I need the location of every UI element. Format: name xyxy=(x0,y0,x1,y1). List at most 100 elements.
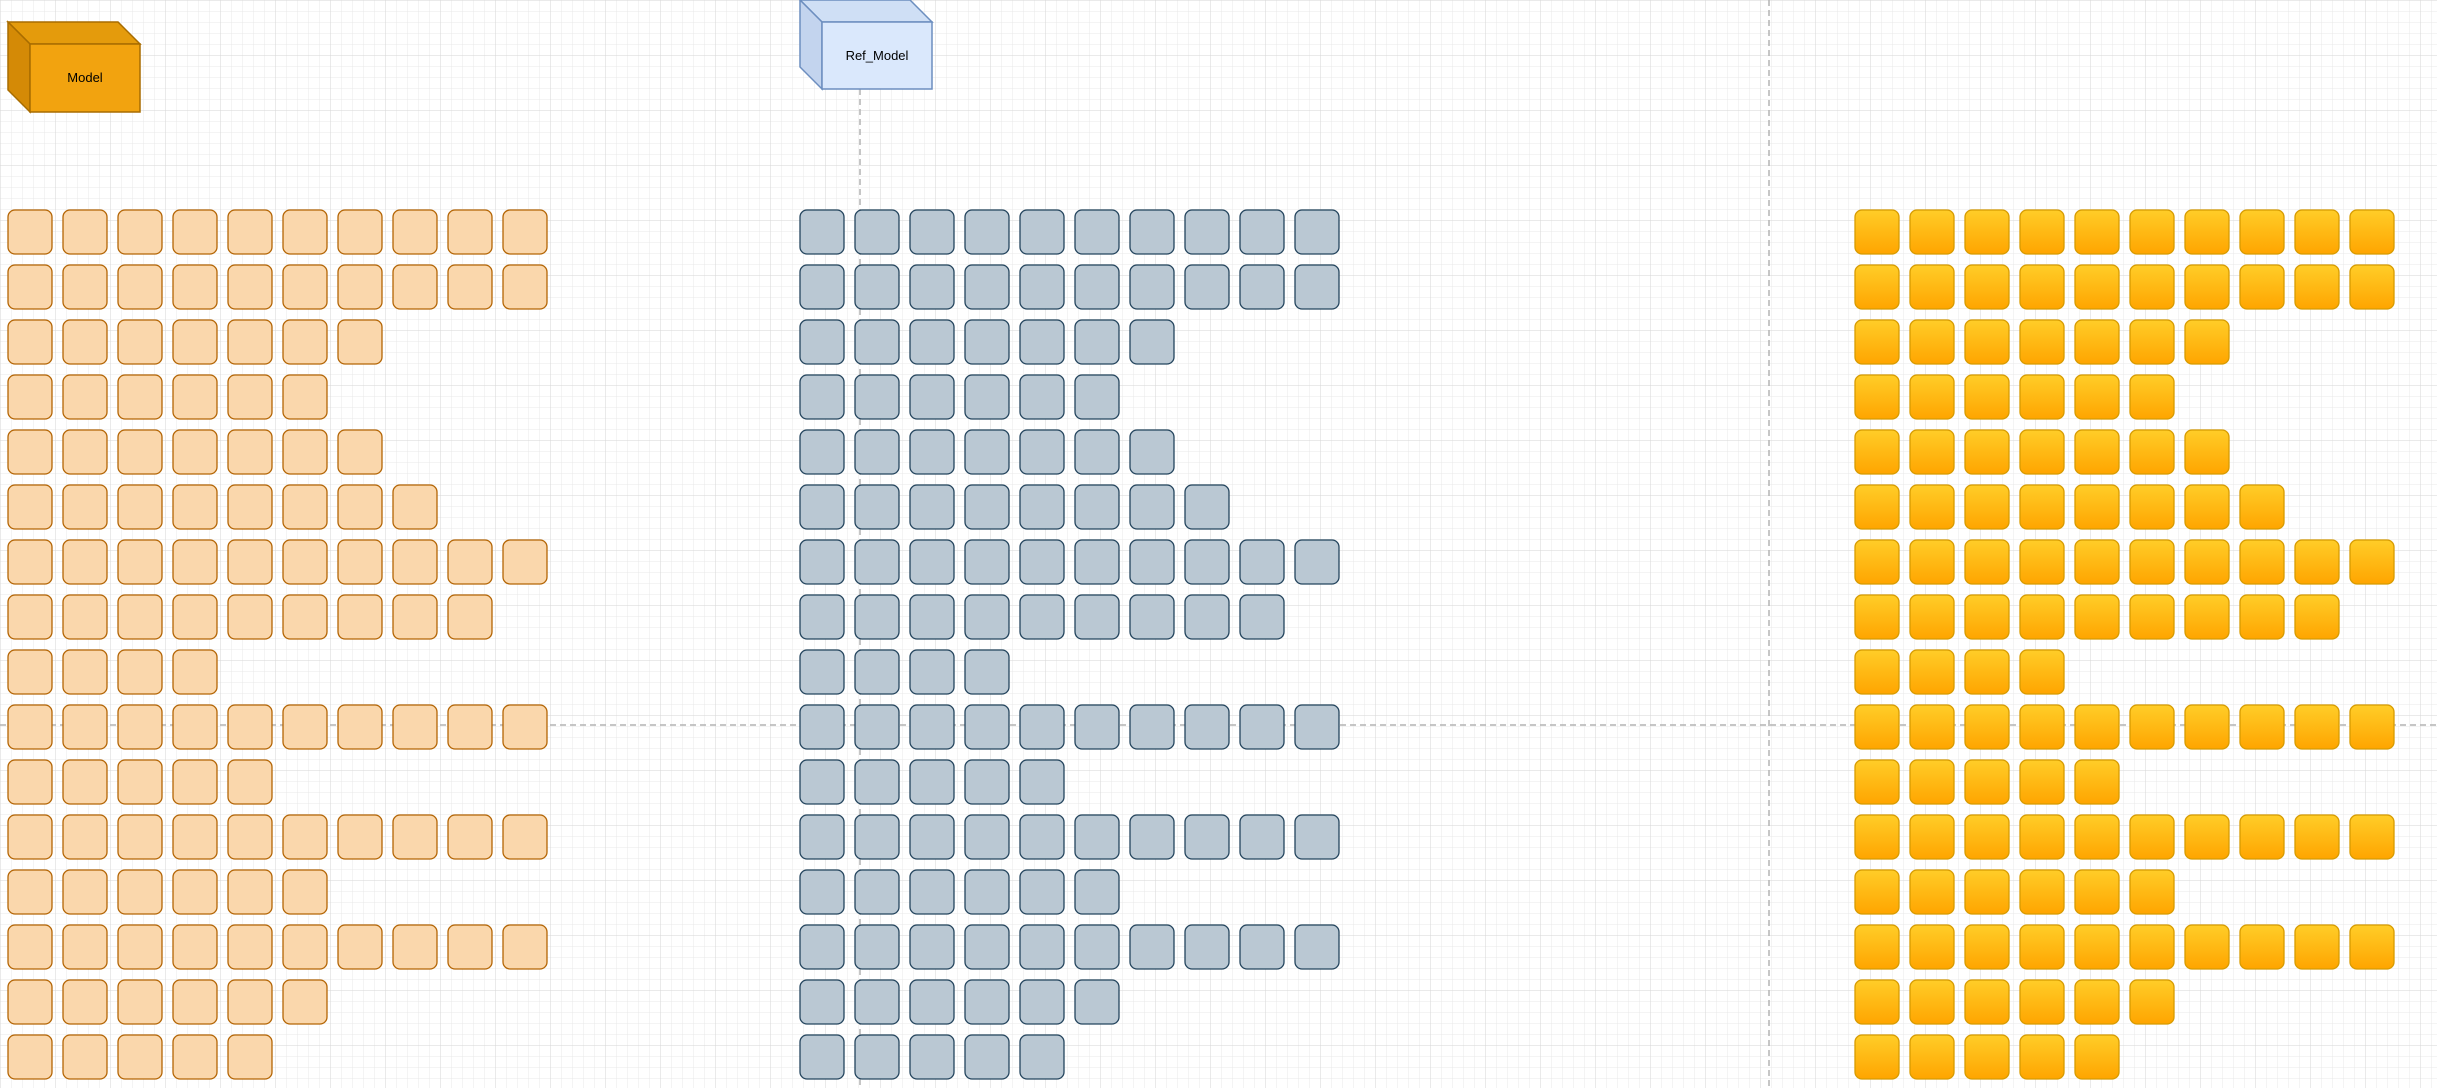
grid-cell[interactable] xyxy=(1019,869,1065,915)
grid-cell[interactable] xyxy=(2349,704,2395,750)
grid-cell[interactable] xyxy=(799,429,845,475)
grid-cell[interactable] xyxy=(1909,869,1955,915)
grid-cell[interactable] xyxy=(2019,649,2065,695)
grid-cell[interactable] xyxy=(1129,319,1175,365)
grid-cell[interactable] xyxy=(392,924,438,970)
grid-cell[interactable] xyxy=(2294,924,2340,970)
grid-cell[interactable] xyxy=(2074,869,2120,915)
grid-cell[interactable] xyxy=(502,924,548,970)
grid-cell[interactable] xyxy=(7,209,53,255)
grid-cell[interactable] xyxy=(1019,209,1065,255)
grid-cell[interactable] xyxy=(282,924,328,970)
grid-cell[interactable] xyxy=(2019,759,2065,805)
grid-cell[interactable] xyxy=(282,704,328,750)
grid-cell[interactable] xyxy=(1909,319,1955,365)
grid-cell[interactable] xyxy=(2294,264,2340,310)
grid-cell[interactable] xyxy=(1019,594,1065,640)
grid-cell[interactable] xyxy=(172,759,218,805)
grid-cell[interactable] xyxy=(62,484,108,530)
grid-cell[interactable] xyxy=(1074,979,1120,1025)
grid-cell[interactable] xyxy=(1129,594,1175,640)
grid-cell[interactable] xyxy=(117,319,163,365)
grid-cell[interactable] xyxy=(1909,924,1955,970)
grid-cell[interactable] xyxy=(1964,814,2010,860)
grid-cell[interactable] xyxy=(1964,869,2010,915)
grid-cell[interactable] xyxy=(62,869,108,915)
grid-cell[interactable] xyxy=(854,209,900,255)
grid-cell[interactable] xyxy=(7,704,53,750)
grid-cell[interactable] xyxy=(2239,484,2285,530)
grid-cell[interactable] xyxy=(7,924,53,970)
grid-cell[interactable] xyxy=(1129,814,1175,860)
grid-cell[interactable] xyxy=(2019,209,2065,255)
grid-cell[interactable] xyxy=(854,539,900,585)
grid-cell[interactable] xyxy=(282,429,328,475)
grid-cell[interactable] xyxy=(1964,979,2010,1025)
grid-cell[interactable] xyxy=(2129,319,2175,365)
grid-cell[interactable] xyxy=(1019,484,1065,530)
grid-cell[interactable] xyxy=(502,814,548,860)
grid-cell[interactable] xyxy=(117,374,163,420)
grid-cell[interactable] xyxy=(2184,429,2230,475)
grid-cell[interactable] xyxy=(117,484,163,530)
grid-cell[interactable] xyxy=(1294,539,1340,585)
grid-cell[interactable] xyxy=(2184,704,2230,750)
grid-cell[interactable] xyxy=(502,264,548,310)
grid-cell[interactable] xyxy=(2074,319,2120,365)
grid-cell[interactable] xyxy=(117,594,163,640)
grid-cell[interactable] xyxy=(227,209,273,255)
grid-cell[interactable] xyxy=(1019,429,1065,475)
grid-cell[interactable] xyxy=(2019,484,2065,530)
grid-cell[interactable] xyxy=(1129,704,1175,750)
grid-cell[interactable] xyxy=(799,869,845,915)
grid-cell[interactable] xyxy=(282,319,328,365)
grid-cell[interactable] xyxy=(909,429,955,475)
grid-cell[interactable] xyxy=(2349,814,2395,860)
grid-cell[interactable] xyxy=(1074,319,1120,365)
grid-cell[interactable] xyxy=(909,374,955,420)
grid-cell[interactable] xyxy=(447,209,493,255)
grid-cell[interactable] xyxy=(117,264,163,310)
grid-cell[interactable] xyxy=(282,209,328,255)
grid-cell[interactable] xyxy=(1129,924,1175,970)
grid-cell[interactable] xyxy=(1964,539,2010,585)
grid-cell[interactable] xyxy=(2129,594,2175,640)
grid-cell[interactable] xyxy=(1964,319,2010,365)
grid-cell[interactable] xyxy=(7,374,53,420)
grid-cell[interactable] xyxy=(2074,704,2120,750)
grid-cell[interactable] xyxy=(62,319,108,365)
grid-cell[interactable] xyxy=(964,924,1010,970)
grid-cell[interactable] xyxy=(1964,1034,2010,1080)
grid-cell[interactable] xyxy=(2129,979,2175,1025)
grid-cell[interactable] xyxy=(1019,1034,1065,1080)
grid-cell[interactable] xyxy=(964,319,1010,365)
grid-cell[interactable] xyxy=(7,429,53,475)
grid-cell[interactable] xyxy=(909,594,955,640)
grid-cell[interactable] xyxy=(964,814,1010,860)
grid-cell[interactable] xyxy=(1964,209,2010,255)
grid-cell[interactable] xyxy=(1909,979,1955,1025)
grid-cell[interactable] xyxy=(909,649,955,695)
grid-cell[interactable] xyxy=(447,594,493,640)
grid-cell[interactable] xyxy=(964,264,1010,310)
grid-cell[interactable] xyxy=(1239,539,1285,585)
grid-cell[interactable] xyxy=(964,649,1010,695)
grid-cell[interactable] xyxy=(1074,374,1120,420)
grid-cell[interactable] xyxy=(2239,814,2285,860)
grid-cell[interactable] xyxy=(7,539,53,585)
grid-cell[interactable] xyxy=(1184,594,1230,640)
grid-cell[interactable] xyxy=(799,814,845,860)
grid-cell[interactable] xyxy=(337,539,383,585)
grid-cell[interactable] xyxy=(337,924,383,970)
grid-cell[interactable] xyxy=(909,814,955,860)
grid-cell[interactable] xyxy=(2019,319,2065,365)
grid-cell[interactable] xyxy=(2294,704,2340,750)
grid-cell[interactable] xyxy=(854,374,900,420)
grid-cell[interactable] xyxy=(1964,374,2010,420)
grid-cell[interactable] xyxy=(7,979,53,1025)
grid-cell[interactable] xyxy=(62,539,108,585)
grid-cell[interactable] xyxy=(1019,319,1065,365)
grid-cell[interactable] xyxy=(1184,704,1230,750)
grid-cell[interactable] xyxy=(2184,209,2230,255)
grid-cell[interactable] xyxy=(1854,429,1900,475)
